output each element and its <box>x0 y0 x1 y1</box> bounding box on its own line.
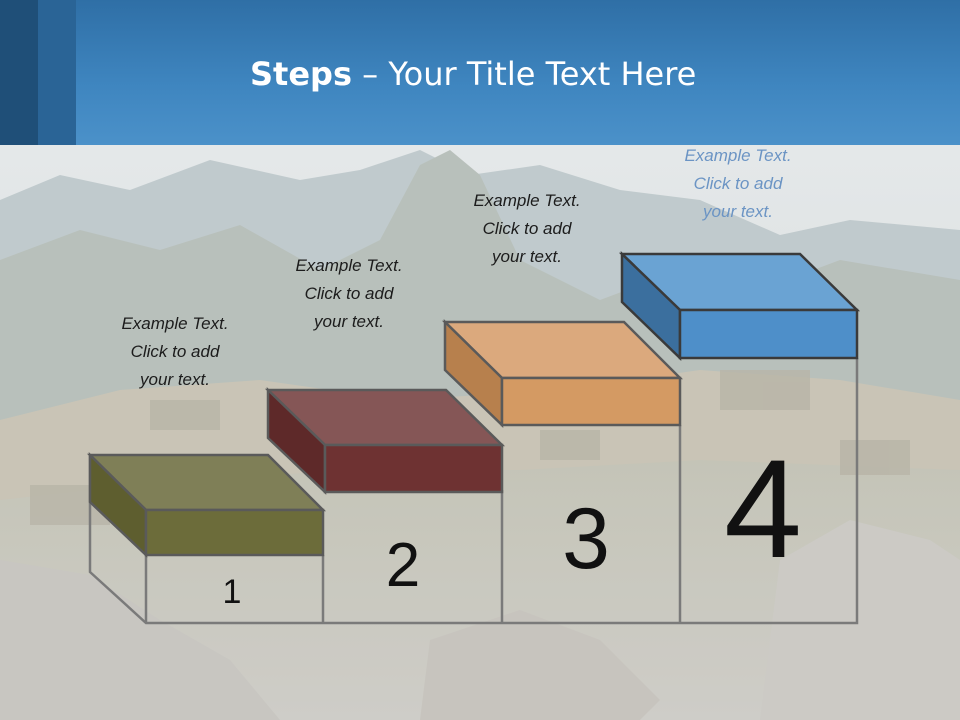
title-bold-text: Steps <box>250 55 352 93</box>
caption-line: Example Text. <box>121 314 229 333</box>
header-accent-dark <box>0 0 38 145</box>
title-bar: Steps – Your Title Text Here <box>0 0 960 145</box>
caption-line: Click to add <box>304 284 394 303</box>
caption-line: your text. <box>492 247 562 266</box>
step-2-caption[interactable]: Example Text. Click to add your text. <box>264 252 434 336</box>
step-3-block[interactable] <box>441 319 684 428</box>
step-3-number: 3 <box>562 491 610 587</box>
caption-line: your text. <box>140 370 210 389</box>
step-3-caption[interactable]: Example Text. Click to add your text. <box>442 187 612 271</box>
caption-line: your text. <box>703 202 773 221</box>
step-4-caption[interactable]: Example Text. Click to add your text. <box>653 142 823 226</box>
caption-line: Click to add <box>130 342 220 361</box>
caption-line: Example Text. <box>684 146 792 165</box>
header-accent-mid <box>38 0 76 145</box>
title-text: – Your Title Text Here <box>352 55 697 93</box>
step-4-number: 4 <box>724 430 802 587</box>
step-2-block[interactable] <box>264 387 506 495</box>
step-2-number: 2 <box>386 531 420 600</box>
caption-line: your text. <box>314 312 384 331</box>
caption-line: Example Text. <box>295 256 403 275</box>
step-1-block[interactable] <box>86 452 327 558</box>
step-1-caption[interactable]: Example Text. Click to add your text. <box>90 310 260 394</box>
caption-line: Click to add <box>693 174 783 193</box>
steps-outline <box>88 358 859 625</box>
step-4-block[interactable] <box>618 251 861 361</box>
slide-title[interactable]: Steps – Your Title Text Here <box>250 55 696 93</box>
caption-line: Click to add <box>482 219 572 238</box>
caption-line: Example Text. <box>473 191 581 210</box>
step-1-number: 1 <box>223 573 242 611</box>
